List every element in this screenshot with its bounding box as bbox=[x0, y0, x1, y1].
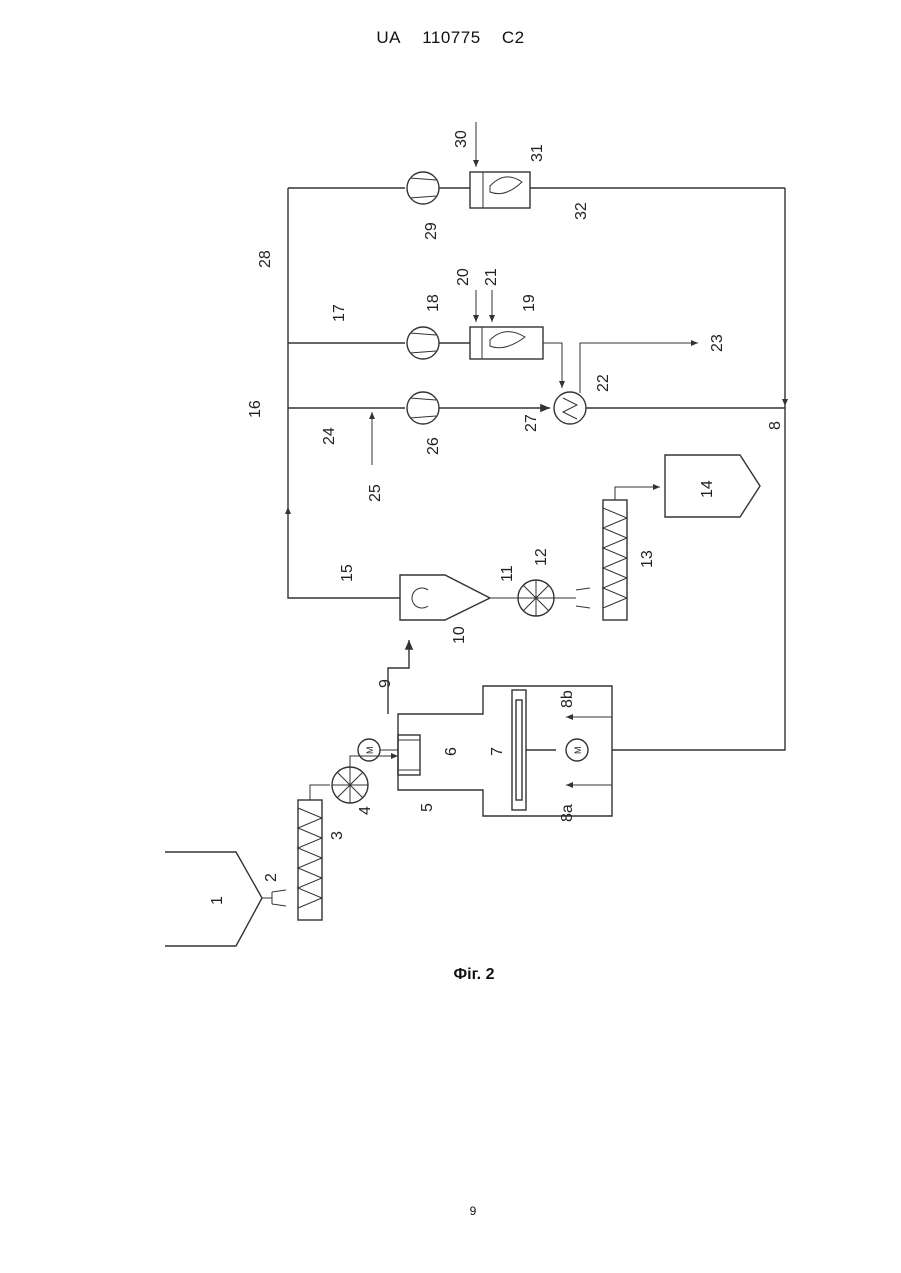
label-8: 8 bbox=[767, 421, 784, 430]
label-2: 2 bbox=[263, 873, 280, 882]
page-number: 9 bbox=[0, 1204, 901, 1218]
rotary-valve-4 bbox=[332, 756, 398, 803]
label-27: 27 bbox=[523, 414, 540, 432]
label-19: 19 bbox=[521, 294, 538, 312]
label-5: 5 bbox=[419, 803, 436, 812]
label-9: 9 bbox=[377, 679, 394, 688]
label-23: 23 bbox=[709, 334, 726, 352]
compressor-18 bbox=[407, 327, 470, 359]
label-3: 3 bbox=[329, 831, 346, 840]
label-31: 31 bbox=[529, 144, 546, 162]
label-18: 18 bbox=[425, 294, 442, 312]
compressor-29 bbox=[407, 172, 470, 204]
screw-conveyor-3 bbox=[298, 785, 330, 920]
burner-31 bbox=[470, 122, 785, 208]
label-14: 14 bbox=[699, 480, 716, 498]
label-10: 10 bbox=[451, 626, 468, 644]
label-20: 20 bbox=[455, 268, 472, 286]
label-29: 29 bbox=[423, 222, 440, 240]
label-28: 28 bbox=[257, 250, 274, 268]
label-21: 21 bbox=[483, 268, 500, 286]
cyclone-10 bbox=[400, 575, 490, 620]
label-32: 32 bbox=[573, 202, 590, 220]
label-11: 11 bbox=[499, 565, 516, 582]
label-22: 22 bbox=[595, 374, 612, 392]
label-15: 15 bbox=[339, 564, 356, 582]
label-1: 1 bbox=[209, 896, 226, 905]
funnel-2 bbox=[262, 890, 286, 906]
label-12: 12 bbox=[533, 548, 550, 566]
heat-exchanger-22 bbox=[554, 343, 785, 424]
label-7: 7 bbox=[489, 747, 506, 756]
motor-label-1: M bbox=[365, 747, 375, 755]
figure-caption: Фіг. 2 bbox=[0, 966, 901, 984]
label-30: 30 bbox=[453, 130, 470, 148]
label-17: 17 bbox=[331, 304, 348, 322]
label-8b: 8b bbox=[559, 690, 576, 708]
motor-label-2: M bbox=[573, 747, 583, 755]
label-8a: 8a bbox=[559, 804, 576, 822]
label-6: 6 bbox=[443, 747, 460, 756]
label-26: 26 bbox=[425, 437, 442, 455]
label-25: 25 bbox=[367, 484, 384, 502]
label-4: 4 bbox=[357, 806, 374, 815]
burner-19 bbox=[470, 290, 562, 388]
label-16: 16 bbox=[247, 400, 264, 418]
label-24: 24 bbox=[321, 427, 338, 445]
label-13: 13 bbox=[639, 550, 656, 568]
rotary-valve-11 bbox=[490, 580, 590, 616]
